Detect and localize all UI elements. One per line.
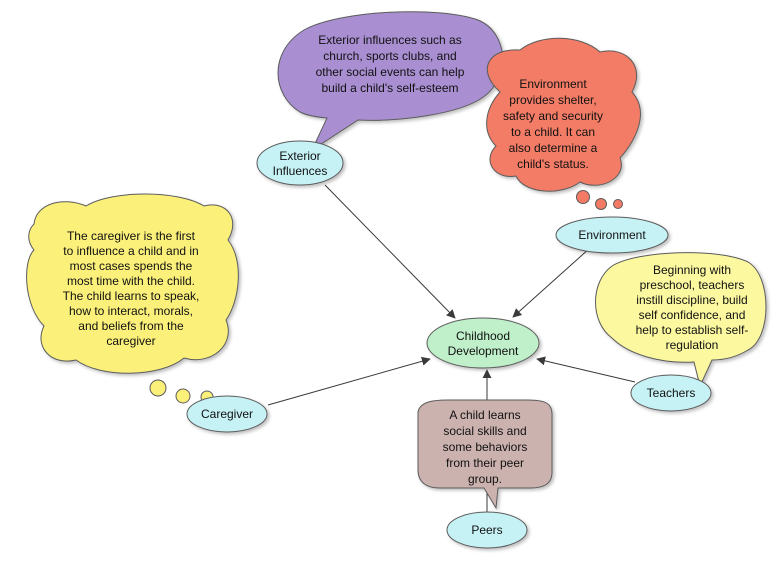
cloud-dot: [613, 199, 623, 209]
environment-bubble-text-line: safety and security: [503, 109, 603, 123]
environment-node-label: Environment: [578, 228, 646, 242]
teachers-bubble-text-line: Beginning with: [653, 263, 731, 277]
peers-bubble-text-line: some behaviors: [443, 440, 528, 454]
caregiver-node-ellipse: [186, 395, 268, 433]
exterior-bubble-text-line: church, sports clubs, and: [323, 49, 456, 63]
caregiver-bubble-text-line: The caregiver is the first: [67, 229, 196, 243]
caregiver-bubble-text-line: caregiver: [106, 334, 155, 348]
environment-node-label-group: Environment: [578, 228, 646, 242]
exterior-bubble-text-line: other social events can help: [316, 65, 465, 79]
peers-node-label: Peers: [471, 523, 502, 537]
mauve-speech-bubble-shape: [417, 399, 553, 510]
exterior-bubble-text-line: Exterior influences such as: [318, 33, 461, 47]
red-cloud-shape: [486, 37, 641, 192]
teachers-node-ellipse: [630, 374, 712, 412]
cloud-dot: [576, 190, 590, 204]
light-yellow-speech-bubble-shape: [595, 252, 767, 388]
environment-node: Environment: [555, 216, 669, 254]
arrow-environment-to-center: [512, 247, 591, 318]
caregiver-bubble-text-line: to influence a child and in: [63, 244, 198, 258]
cloud-dot: [175, 388, 191, 404]
center-node-label-line: Development: [448, 344, 519, 358]
peers-bubble-text-line: from their peer: [446, 456, 524, 470]
peers-bubble-text-line: social skills and: [443, 424, 526, 438]
exterior-bubble-text-group: Exterior influences such as church, sport…: [316, 33, 465, 95]
caregiver-bubble-text-line: The child learns to speak,: [63, 289, 200, 303]
exterior-node-ellipse: [256, 140, 344, 186]
caregiver-bubble-text-line: how to interact, morals,: [69, 304, 193, 318]
environment-bubble-text-line: to a child. It can: [511, 125, 595, 139]
exterior-node-label-line: Exterior: [279, 149, 320, 163]
teachers-bubble-text-line: instill discipline, build: [636, 293, 747, 307]
teachers-node-label-group: Teachers: [647, 386, 696, 400]
environment-node-ellipse: [555, 216, 669, 254]
peers-bubble-text-line: A child learns: [449, 408, 520, 422]
peers-speech-bubble: A child learns social skills and some beha…: [417, 399, 553, 510]
caregiver-node: Caregiver: [186, 395, 268, 433]
caregiver-bubble-text-line: most cases spends the: [70, 259, 193, 273]
arrow-exterior-to-center: [324, 184, 456, 319]
arrow-teachers-to-center: [536, 356, 636, 383]
environment-bubble-text-line: Environment: [519, 77, 587, 91]
environment-bubble-text-group: Environment provides shelter, safety and s…: [503, 77, 603, 171]
caregiver-node-label: Caregiver: [201, 407, 253, 421]
peers-node-ellipse: [446, 511, 528, 549]
teachers-bubble-text-line: preschool, teachers: [640, 278, 745, 292]
exterior-node-label-line: Influences: [273, 164, 328, 178]
purple-speech-bubble-shape: [277, 11, 504, 152]
caregiver-bubble-text-line: and beliefs from the: [78, 319, 184, 333]
peers-node: Peers: [446, 511, 528, 549]
arrow-caregiver-to-center: [267, 356, 431, 406]
yellow-cloud-shape: [26, 193, 239, 374]
exterior-influences-speech-bubble: Exterior influences such as church, sport…: [277, 11, 504, 152]
teachers-bubble-text-line: self confidence, and: [639, 308, 746, 322]
teachers-node-label: Teachers: [647, 386, 696, 400]
peers-node-label-group: Peers: [471, 523, 502, 537]
environment-bubble-text-line: also determine a: [509, 141, 598, 155]
teachers-node: Teachers: [630, 374, 712, 412]
environment-thought-cloud: Environment provides shelter, safety and s…: [486, 37, 641, 210]
exterior-bubble-text-line: build a child's self-esteem: [321, 81, 458, 95]
center-node-label-line: Childhood: [456, 329, 510, 343]
caregiver-bubble-text-line: most time with the child.: [67, 274, 195, 288]
center-node-ellipse: [426, 317, 540, 369]
teachers-bubble-text-line: help to establish self-: [636, 323, 749, 337]
environment-bubble-text-line: child's status.: [517, 157, 589, 171]
peers-bubble-text-line: group.: [468, 472, 502, 486]
environment-bubble-text-line: provides shelter,: [509, 93, 596, 107]
teachers-bubble-text-line: regulation: [666, 338, 719, 352]
cloud-dot: [595, 198, 607, 210]
peers-bubble-text-group: A child learns social skills and some beha…: [443, 408, 528, 486]
caregiver-node-label-group: Caregiver: [201, 407, 253, 421]
cloud-dot: [149, 379, 167, 397]
